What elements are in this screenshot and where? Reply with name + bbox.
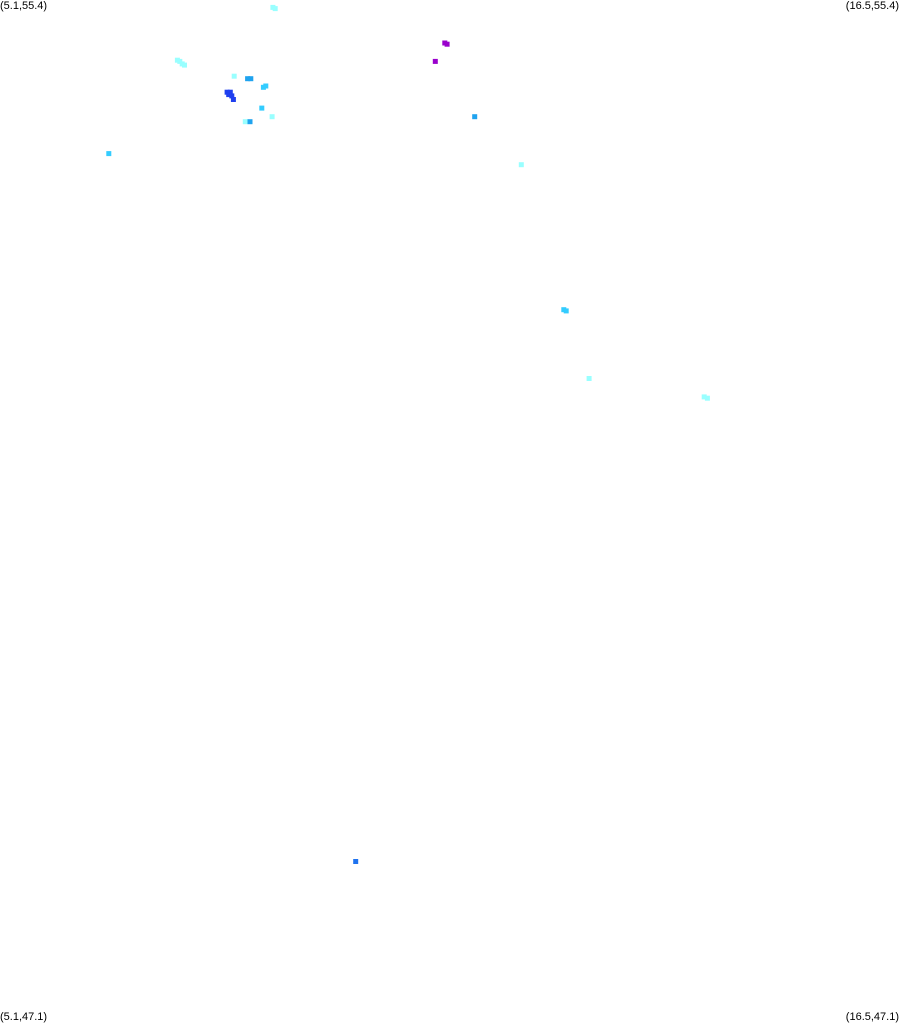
data-point (106, 151, 112, 157)
data-point (229, 93, 235, 99)
corner-coordinate-top-right: (16.5,55.4) (845, 0, 899, 12)
data-point (231, 73, 237, 79)
data-point (563, 308, 569, 314)
corner-coordinate-bottom-right: (16.5,47.1) (845, 1011, 899, 1023)
corner-coordinate-top-left: (5.1,55.4) (0, 0, 48, 12)
data-point (263, 83, 269, 89)
data-point (248, 76, 254, 82)
data-point (247, 119, 253, 125)
corner-coordinate-bottom-left: (5.1,47.1) (0, 1011, 48, 1023)
data-point (182, 62, 187, 68)
data-point (704, 395, 710, 401)
data-point (444, 41, 450, 47)
data-point (518, 162, 524, 168)
data-point (245, 76, 251, 82)
data-point (701, 394, 707, 400)
data-point (353, 859, 359, 864)
data-point (230, 97, 236, 102)
data-points-layer (106, 4, 710, 864)
data-point (242, 119, 248, 125)
data-point (432, 58, 438, 64)
data-point (226, 92, 232, 98)
data-point (586, 376, 592, 381)
data-point (269, 114, 275, 120)
data-point (272, 6, 278, 12)
data-point (472, 114, 478, 120)
data-point (259, 105, 265, 111)
